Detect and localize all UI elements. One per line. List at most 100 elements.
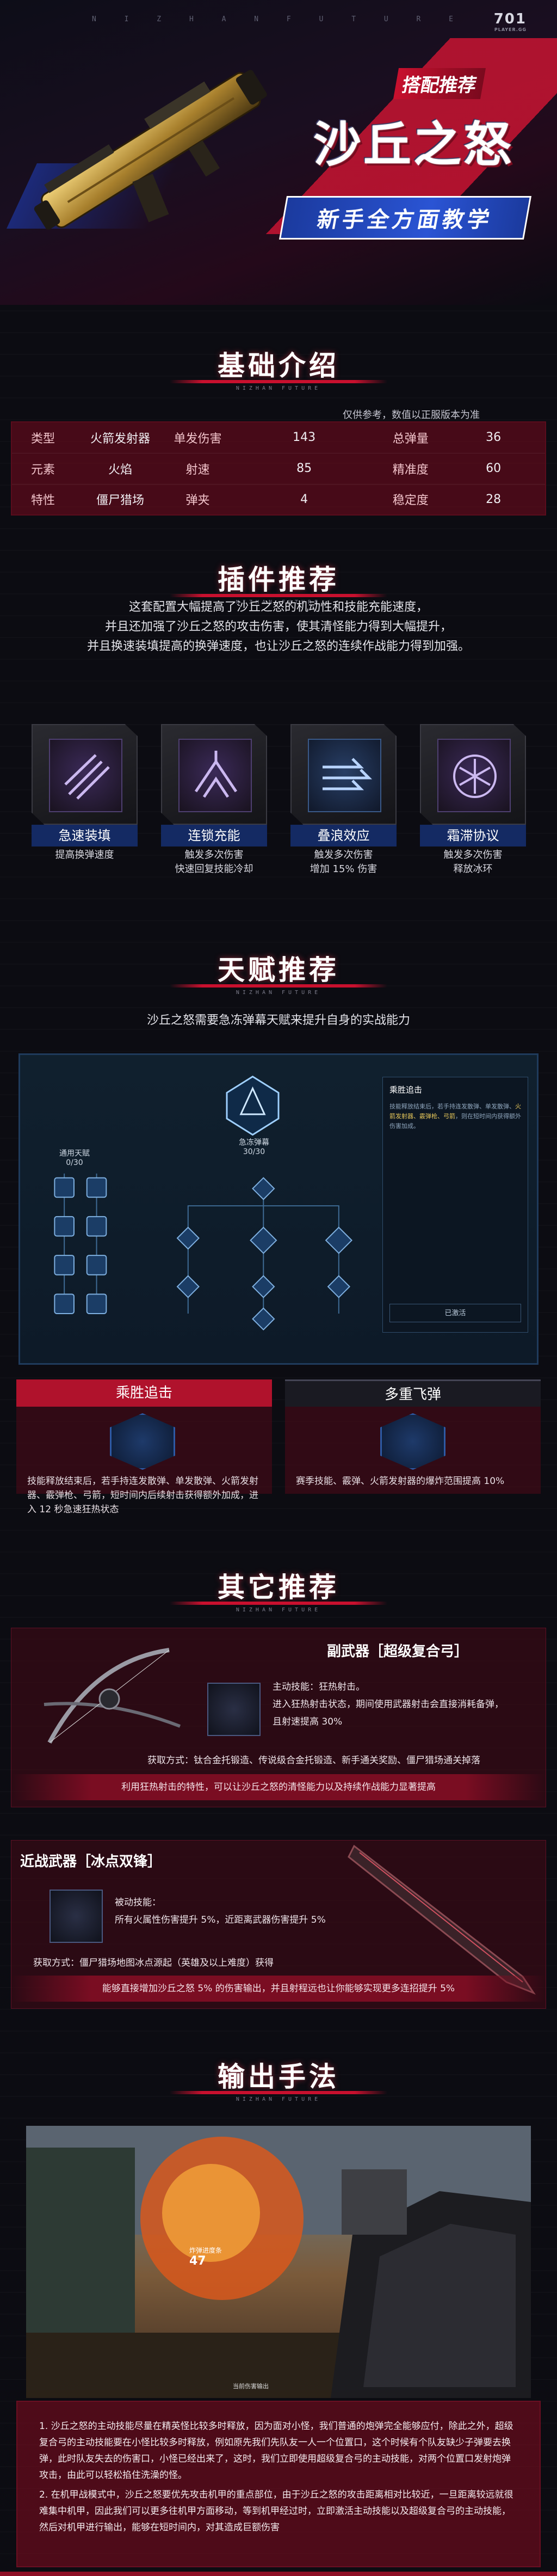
stat-key: 稳定度 xyxy=(379,484,442,516)
sub-weapon-title: 副武器［超级复合弓］ xyxy=(327,1643,469,1660)
talent-card-multi-missile: 多重飞弹 赛季技能、霰弹、火箭发射器的爆炸范围提高 10% xyxy=(285,1379,541,1494)
section-title-basic: 基础介绍 xyxy=(218,350,339,382)
hero-topline: N I Z H A N F U T U R E xyxy=(91,15,465,23)
stat-value: 火焰 xyxy=(74,453,166,484)
plugin-frame xyxy=(420,724,526,825)
sub-weapon-effect: 主动技能：狂热射击。 进入狂热射击状态，期间使用武器射击会直接消耗备弹， 且射速… xyxy=(273,1678,504,1731)
bottom-border xyxy=(0,2572,557,2576)
method-point: 2. 在机甲战模式中，沙丘之怒要优先攻击机甲的重点部位，由于沙丘之怒的攻击距离相… xyxy=(39,2489,513,2533)
stat-key: 精准度 xyxy=(379,453,442,484)
talent-card-title: 多重飞弹 xyxy=(285,1379,541,1407)
melee-weapon-summary: 能够直接增加沙丘之怒 5% 的伤害输出，并且射程远也让你能够实现更多连招提升 5… xyxy=(11,1976,546,2002)
stat-key: 类型 xyxy=(11,422,74,453)
plugin-desc-line: 触发多次伤害 xyxy=(314,849,373,861)
section-title-output: 输出手法 xyxy=(218,2061,339,2093)
section-small-text: NIZHAN FUTURE xyxy=(236,385,321,391)
plugins-desc-line: 并且还加强了沙丘之怒的攻击伤害，使其清怪能力得到大幅提升， xyxy=(104,620,452,634)
talent-panel-key: 火箭发射器、霰弹枪、弓箭 xyxy=(389,1103,521,1120)
stat-key: 弹夹 xyxy=(166,484,229,516)
talent-card-body: 赛季技能、霰弹、火箭发射器的爆炸范围提高 10% xyxy=(285,1407,541,1494)
guide-subtitle: 新手全方面教学 xyxy=(278,196,532,240)
talents-description: 沙丘之怒需要急冻弹幕天赋来提升自身的实战能力 xyxy=(146,1014,410,1027)
recommend-tag: 搭配推荐 xyxy=(393,68,486,99)
hero-banner: N I Z H A N F U T U R E 701 PLAYER.GG xyxy=(0,0,557,305)
rocket-launcher-image xyxy=(34,70,267,230)
hud-status-text: 当前伤害输出 xyxy=(233,2383,269,2390)
plugin-desc-line: 触发多次伤害 xyxy=(443,849,503,861)
plugin-name: 急速装填 xyxy=(32,825,138,847)
plugin-name: 叠浪效应 xyxy=(290,825,397,847)
plugins-desc-line: 这套配置大幅提高了沙丘之怒的机动性和技能充能速度， xyxy=(128,600,428,614)
talent-panel-desc: 技能释放结束后，若手持连发散弹、单发散弹、火箭发射器、霰弹枪、弓箭，则在短时间内… xyxy=(389,1102,521,1131)
section-small-text: NIZHAN FUTURE xyxy=(236,599,321,605)
talent-activated-button[interactable]: 已激活 xyxy=(389,1304,521,1322)
brand-logo[interactable]: 701 PLAYER.GG xyxy=(494,11,527,32)
plugin-desc: 触发多次伤害 快速回复技能冷却 xyxy=(161,848,267,876)
melee-weapon-title: 近战武器［冰点双锋］ xyxy=(20,1854,162,1870)
stat-key: 元素 xyxy=(11,453,74,484)
section-heading-others: 其它推荐 NIZHAN FUTURE xyxy=(0,1566,557,1613)
ice-blade-image xyxy=(348,1844,536,1995)
talent-detail-panel: 乘胜追击 技能释放结束后，若手持连发散弹、单发散弹、火箭发射器、霰弹枪、弓箭，则… xyxy=(382,1077,528,1333)
stat-value: 28 xyxy=(442,484,546,516)
method-point: 1. 沙丘之怒的主动技能尽量在精英怪比较多时释放，因为面对小怪，我们普通的炮弹完… xyxy=(39,2421,513,2481)
talent-card-pursuit: 乘胜追击 技能释放结束后，若手持连发散弹、单发散弹、火箭发射器、霰弹枪、弓箭，短… xyxy=(16,1379,272,1515)
section-title-plugins: 插件推荐 xyxy=(218,564,339,596)
stat-value: 60 xyxy=(442,453,546,484)
plugins-desc-line: 并且换速装填提高的换弹速度，也让沙丘之怒的连续作战能力得到加强。 xyxy=(86,640,470,653)
reload-plugin-icon xyxy=(49,739,122,812)
plugin-desc: 提高换弹速度 xyxy=(32,848,138,862)
section-bar xyxy=(170,594,387,597)
stat-value: 36 xyxy=(442,422,546,453)
general-talent-label: 通用天赋 0/30 xyxy=(42,1148,107,1167)
stat-key: 特性 xyxy=(11,484,74,516)
talent-card-title: 乘胜追击 xyxy=(16,1379,272,1407)
section-heading-basic: 基础介绍 NIZHAN FUTURE xyxy=(0,344,557,391)
wave-stack-icon xyxy=(308,739,381,812)
plugin-card-frost-protocol[interactable]: 霜滞协议 触发多次伤害 释放冰环 xyxy=(420,724,526,875)
melee-weapon-effect: 被动技能： 所有火属性伤害提升 5%，近距离武器伤害提升 5% xyxy=(115,1894,326,1929)
plugin-desc-line: 快速回复技能冷却 xyxy=(175,863,253,875)
section-bar xyxy=(170,380,387,383)
plugin-name: 霜滞协议 xyxy=(420,825,526,847)
section-title-talents: 天赋推荐 xyxy=(218,954,339,986)
sub-effect-line: 且射速提高 30% xyxy=(273,1716,343,1727)
section-small-text: NIZHAN FUTURE xyxy=(236,990,321,996)
plugin-frame xyxy=(161,724,267,825)
talent-card-text: 技能释放结束后，若手持连发散弹、单发散弹、火箭发射器、霰弹枪、弓箭，短时间内后续… xyxy=(27,1476,258,1515)
melee-weapon-card: 近战武器［冰点双锋］ 被动技能： 所有火属性伤害提升 5%，近距离武器伤害提升 … xyxy=(11,1840,546,2009)
section-title-others: 其它推荐 xyxy=(218,1572,339,1603)
talent-card-body: 技能释放结束后，若手持连发散弹、单发散弹、火箭发射器、霰弹枪、弓箭，短时间内后续… xyxy=(16,1407,272,1515)
talent-tree-graph xyxy=(54,1075,352,1331)
melee-weapon-getway: 获取方式：僵尸猎场地图冰点源起（英雄及以上难度）获得 xyxy=(33,1958,274,1968)
chain-charge-icon xyxy=(178,739,252,812)
plugins-description: 这套配置大幅提高了沙丘之怒的机动性和技能充能速度， 并且还加强了沙丘之怒的攻击伤… xyxy=(33,598,524,657)
plugin-desc: 触发多次伤害 增加 15% 伤害 xyxy=(290,848,397,876)
section-heading-talents: 天赋推荐 NIZHAN FUTURE xyxy=(0,948,557,996)
freeze-barrage-title: 急冻弹幕 xyxy=(239,1138,269,1147)
multi-missile-talent-icon xyxy=(380,1413,445,1470)
plugin-frame xyxy=(32,724,138,825)
talent-panel-desc-a: 技能释放结束后，若手持连发散弹、单发散弹、 xyxy=(389,1103,515,1110)
freeze-barrage-label: 急冻弹幕 30/30 xyxy=(221,1137,287,1156)
pursuit-talent-icon xyxy=(110,1413,175,1470)
stat-value: 4 xyxy=(229,484,380,516)
sub-effect-line: 进入狂热射击状态，期间使用武器射击会直接消耗备弹， xyxy=(273,1699,504,1710)
stat-value: 僵尸猎场 xyxy=(74,484,166,516)
plugin-frame xyxy=(290,724,397,825)
stat-value: 85 xyxy=(229,453,380,484)
plugin-desc-line: 增加 15% 伤害 xyxy=(310,863,377,875)
plugin-card-fast-reload[interactable]: 急速装填 提高换弹速度 xyxy=(32,724,138,866)
plugin-name: 连锁充能 xyxy=(161,825,267,847)
stat-key: 射速 xyxy=(166,453,229,484)
stat-value: 火箭发射器 xyxy=(74,422,166,453)
brand-logo-sub: PLAYER.GG xyxy=(494,27,527,32)
ice-edge-icon xyxy=(49,1890,103,1943)
plugin-card-wave-stack[interactable]: 叠浪效应 触发多次伤害 增加 15% 伤害 xyxy=(290,724,397,875)
plugin-card-chain-charge[interactable]: 连锁充能 触发多次伤害 快速回复技能冷却 xyxy=(161,724,267,875)
hud-ammo-count: 47 xyxy=(189,2254,206,2268)
